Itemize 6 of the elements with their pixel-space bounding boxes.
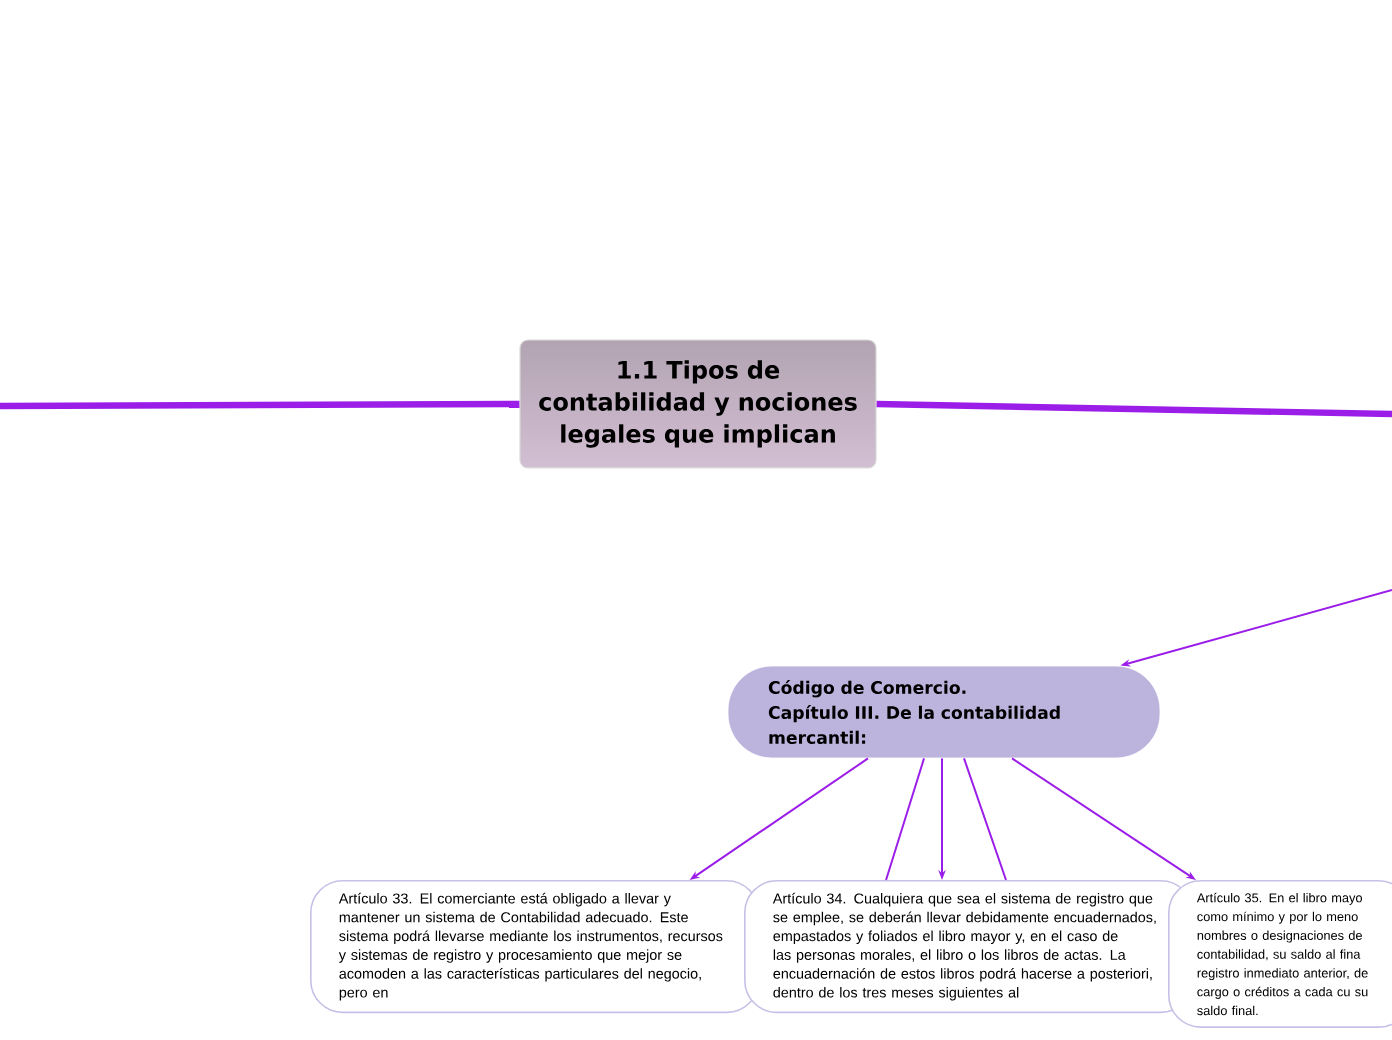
connector-line [0,400,520,410]
connector-line [963,757,1007,881]
topic-box: 1.1 Tipos de contabilidad y nociones legales que implican [519,339,877,469]
heading-box: Código de Comercio. Capítulo III. De la contabilidad mercantil: [727,665,1161,759]
connector-line [876,400,1392,418]
connector-line [885,757,925,881]
